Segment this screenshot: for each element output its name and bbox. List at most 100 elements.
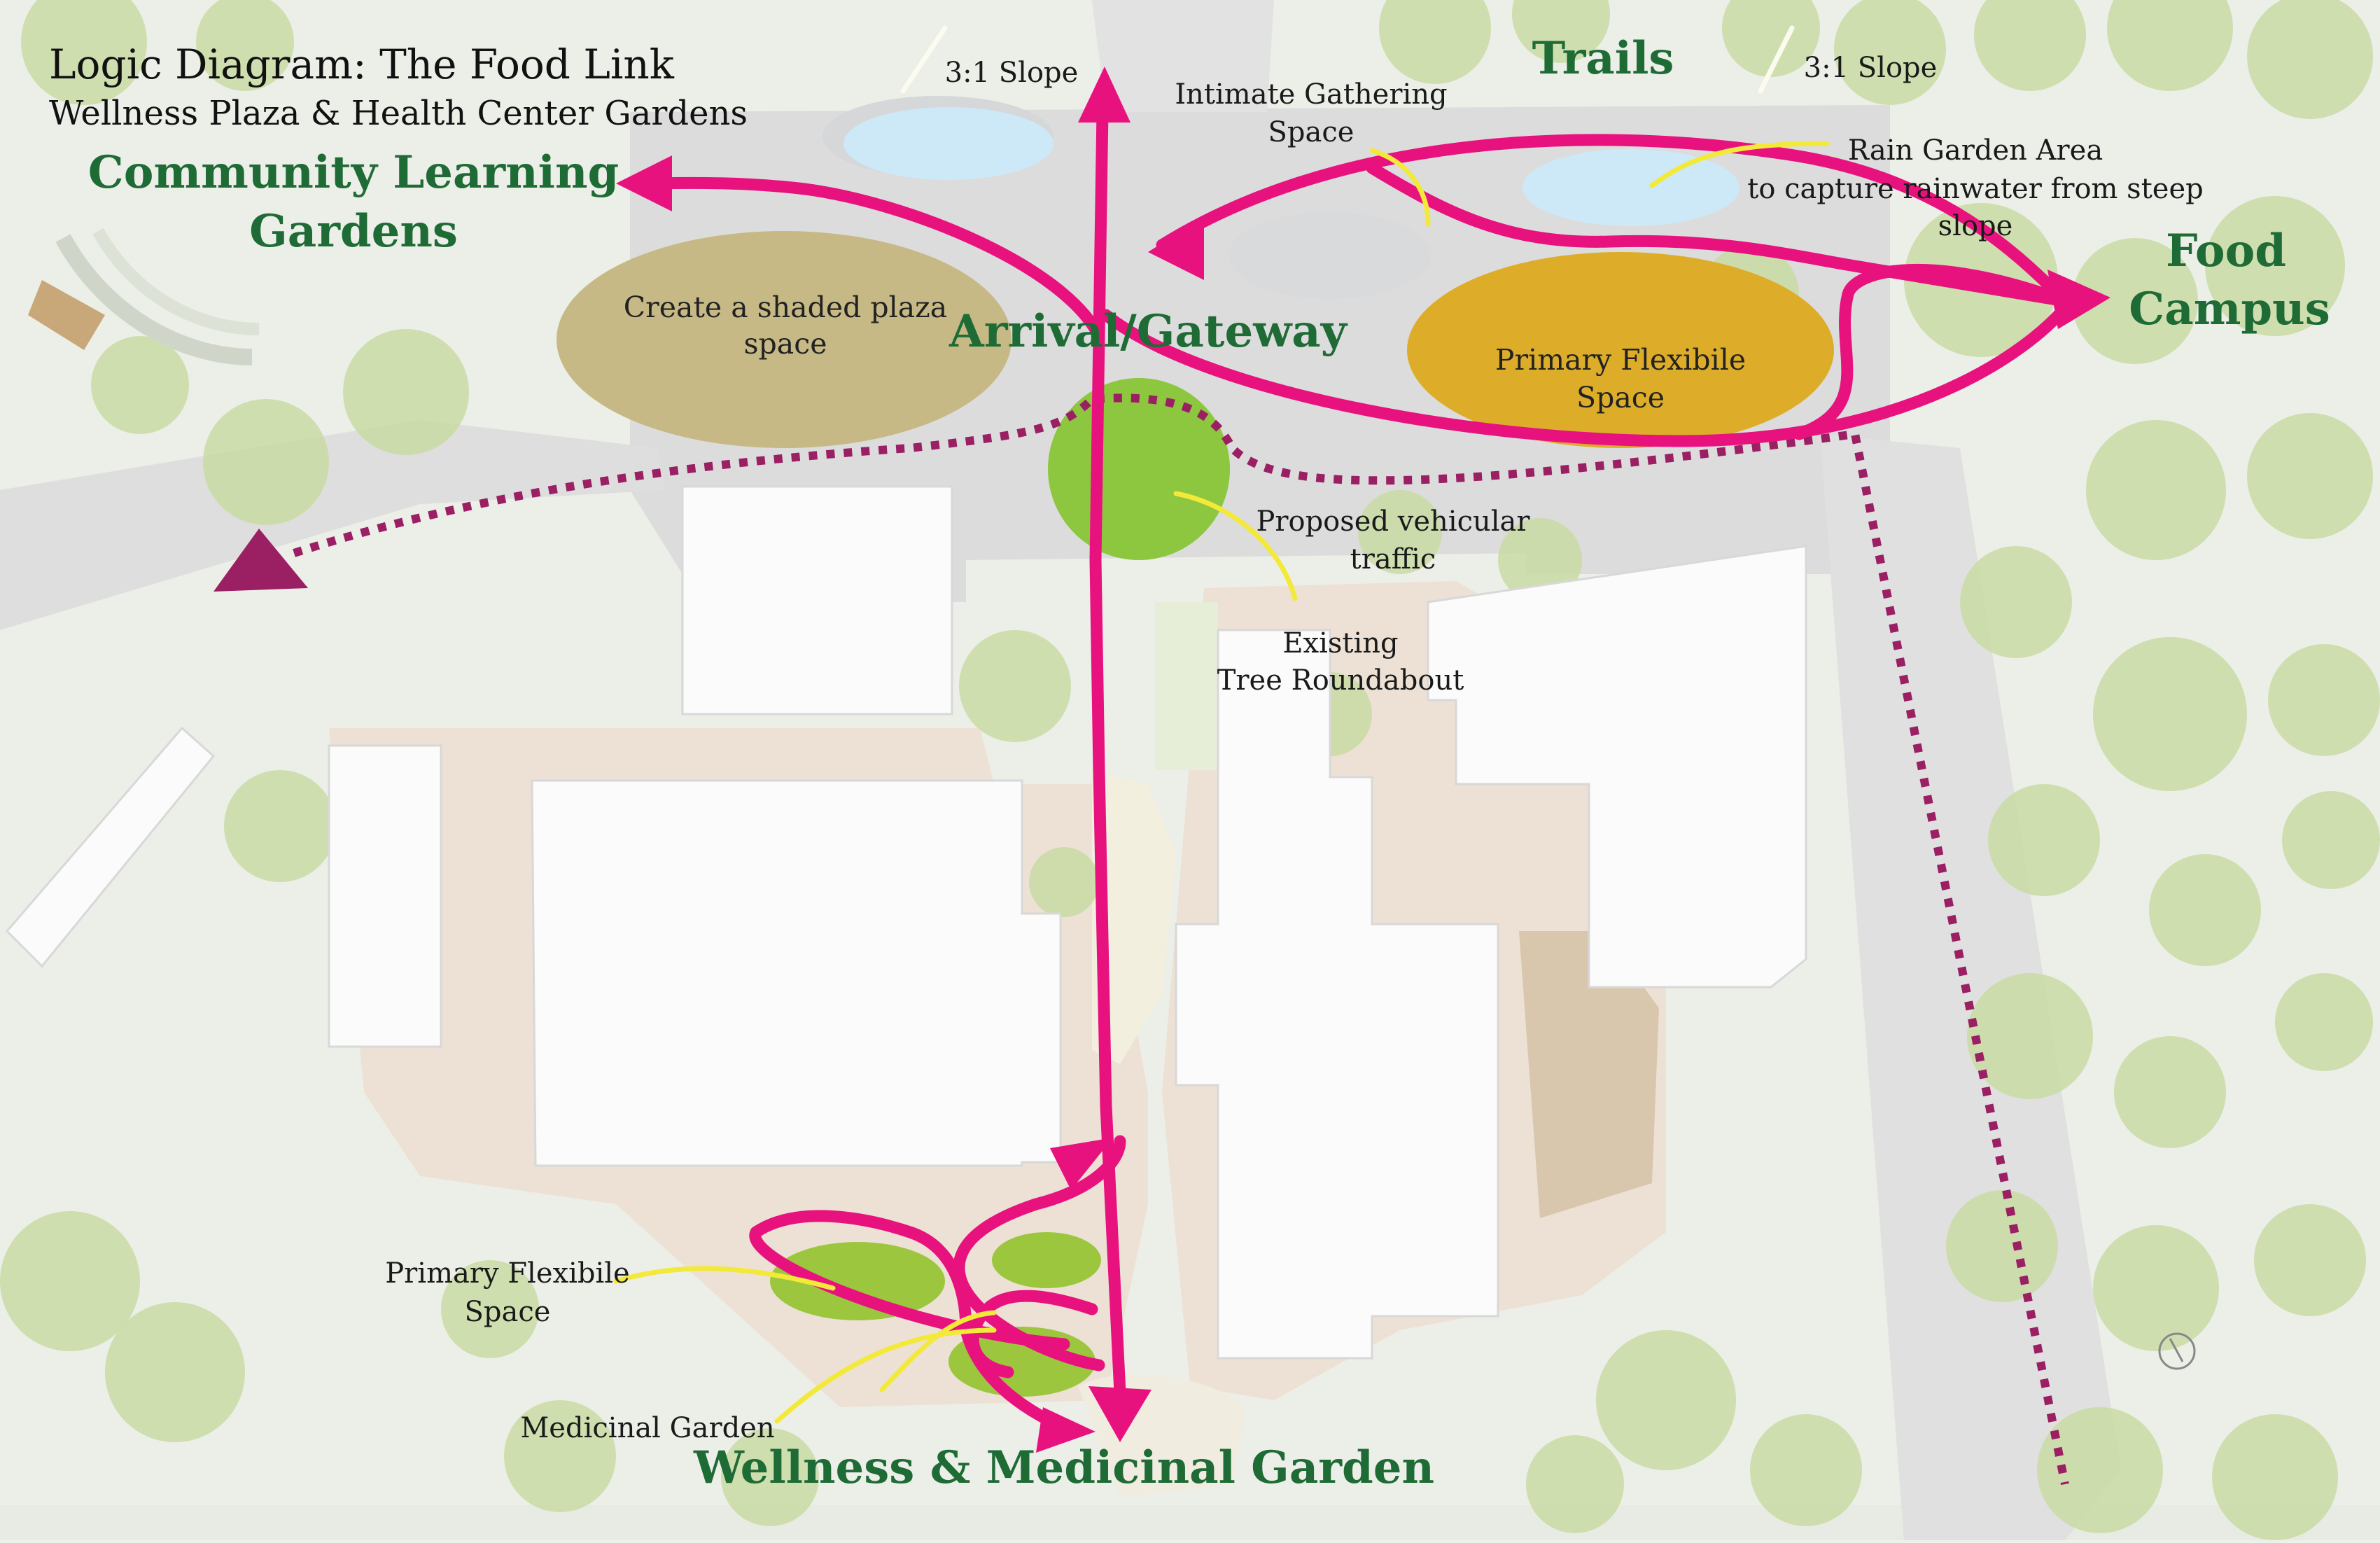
- route-upper-to-food-campus: [1156, 134, 2071, 307]
- plaza-label-2: space: [744, 327, 827, 361]
- shaded-plaza-zone: [556, 231, 1011, 448]
- tree: [2282, 791, 2380, 889]
- medicinal-callout: [774, 1327, 997, 1424]
- tree: [196, 0, 294, 91]
- rain-garden-zone: [1522, 149, 1740, 226]
- slope-right-callout: [1758, 25, 1795, 94]
- callouts: [613, 25, 1830, 1424]
- rain-garden-callout: [1649, 141, 1830, 188]
- tree: [1750, 1414, 1862, 1526]
- tree: [441, 1260, 539, 1358]
- tree: [1960, 546, 2072, 658]
- diagram-title: Logic Diagram: The Food Link: [49, 41, 675, 88]
- tree: [0, 1211, 140, 1351]
- tree: [1512, 0, 1610, 63]
- arrival-gateway-label: Arrival/Gateway: [948, 305, 1348, 358]
- vehicular-dotted-line: [293, 393, 2069, 1486]
- food-campus-label-1: Food: [2166, 225, 2286, 277]
- tree: [959, 630, 1071, 742]
- garden-flex-zone: [770, 1242, 945, 1320]
- route-to-community-gardens: [631, 176, 1105, 342]
- intimate-gathering-zone: [1228, 212, 1432, 299]
- tree: [2268, 644, 2380, 756]
- tree: [1834, 0, 1946, 105]
- tree: [105, 1302, 245, 1442]
- rain-garden-label-2: to capture rainwater from steep: [1747, 173, 2203, 205]
- tree: [1596, 1330, 1736, 1470]
- route-rain-garden-loop: [1366, 162, 2071, 307]
- garden-route-3: [967, 1290, 1098, 1378]
- tree: [504, 1400, 616, 1512]
- pedestrian-routes: [616, 67, 2110, 1453]
- tree: [1988, 784, 2100, 896]
- medicinal-garden-label: Medicinal Garden: [520, 1412, 774, 1444]
- tree: [1722, 0, 1820, 77]
- tree: [2093, 1225, 2219, 1351]
- arrowhead-north: [1078, 67, 1130, 123]
- wellness-garden-label: Wellness & Medicinal Garden: [693, 1441, 1434, 1494]
- tree: [2205, 196, 2345, 336]
- north-path: [1092, 0, 1274, 112]
- east-court: [1519, 931, 1659, 1218]
- tree: [2275, 973, 2373, 1071]
- slope-right-label: 3:1 Slope: [1804, 52, 1938, 84]
- tree: [2247, 0, 2373, 119]
- amphitheater: [28, 228, 260, 365]
- pavilion-roof: [28, 280, 105, 350]
- flex-bottom-callout: [613, 1266, 836, 1291]
- route-lower-to-food-campus: [1100, 302, 2071, 447]
- vehicular-label-2: traffic: [1350, 543, 1436, 575]
- flex-bottom-label-2: Space: [465, 1296, 551, 1328]
- building-west-bar: [5, 726, 216, 968]
- tree: [1358, 490, 1442, 574]
- tree: [1498, 518, 1582, 602]
- tree: [2149, 854, 2261, 966]
- arrowhead-community: [616, 155, 672, 211]
- tree: [2212, 1414, 2338, 1540]
- arrowhead-food-campus: [2047, 270, 2110, 329]
- tree: [2114, 1036, 2226, 1148]
- arrowhead-garden-north: [1050, 1138, 1113, 1190]
- building-main-west: [531, 779, 1062, 1167]
- tree: [2107, 0, 2233, 91]
- north-south-route: [1089, 106, 1126, 1399]
- arrowhead-arrival-west: [1148, 217, 1204, 280]
- rain-garden-label-1: Rain Garden Area: [1848, 134, 2103, 167]
- north-arrow-needle: [2169, 1338, 2184, 1362]
- tree: [1967, 973, 2093, 1099]
- plaza-label-1: Create a shaded plaza: [624, 291, 947, 324]
- tree: [2072, 238, 2198, 364]
- arrowhead-garden-south: [1036, 1407, 1096, 1453]
- buildings: [5, 485, 1807, 1360]
- building-east: [1427, 545, 1807, 989]
- intimate-label-1: Intimate Gathering: [1175, 78, 1447, 111]
- tree: [224, 770, 336, 882]
- tree: [1946, 1190, 2058, 1302]
- tree: [203, 399, 329, 525]
- median-planting: [1155, 602, 1218, 770]
- tree: [1526, 1435, 1624, 1533]
- tree: [1379, 0, 1491, 84]
- intimate-callout: [1369, 148, 1431, 227]
- tree: [2254, 1204, 2366, 1316]
- vehicular-route: [214, 393, 2069, 1486]
- west-road: [0, 420, 665, 630]
- slope-left-label: 3:1 Slope: [945, 57, 1079, 89]
- diagram-subtitle: Wellness Plaza & Health Center Gardens: [49, 94, 748, 133]
- tree: [1974, 0, 2086, 91]
- vehicular-label-1: Proposed vehicular: [1256, 505, 1530, 538]
- north-arrow-icon: [2158, 1332, 2196, 1370]
- building-main-east: [1175, 629, 1499, 1360]
- roundabout-label-1: Existing: [1282, 627, 1398, 659]
- central-spine: [1092, 770, 1176, 1064]
- tree: [91, 336, 189, 434]
- vehicular-arrowhead: [214, 529, 308, 592]
- flex-top-label-2: Space: [1576, 381, 1665, 414]
- roundabout-label-2: Tree Roundabout: [1217, 664, 1464, 697]
- rain-garden-left: [844, 107, 1054, 180]
- tree: [1029, 847, 1099, 917]
- route-flexible-loop: [1793, 263, 2071, 440]
